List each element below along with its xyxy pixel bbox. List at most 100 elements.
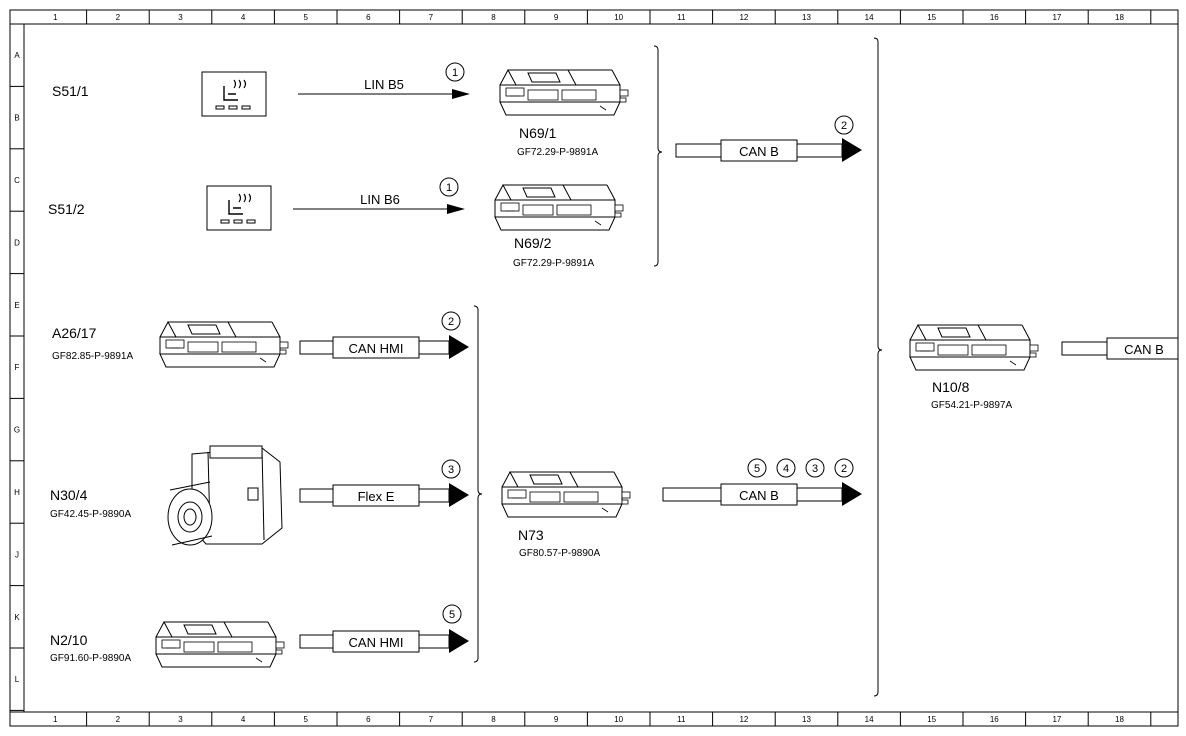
seat-heater-switch-icon <box>206 185 272 231</box>
badge-number: 2 <box>448 316 454 328</box>
ruler-column-label: 3 <box>178 13 183 22</box>
arrowhead <box>842 138 862 162</box>
ruler-row-label: J <box>15 550 19 559</box>
ruler-row-label: C <box>14 176 20 185</box>
bus-can-hmi-n2: CAN HMI 5 <box>299 604 469 653</box>
ruler-column-label: 5 <box>303 13 308 22</box>
badge-number: 2 <box>841 463 847 475</box>
badge-number: 2 <box>841 120 847 132</box>
group-brace <box>653 45 663 267</box>
ruler-row-label: H <box>14 488 20 497</box>
badge-number: 1 <box>446 182 452 194</box>
ruler-column-label: 15 <box>927 13 936 22</box>
device-code-a26-17: A26/17 <box>52 325 97 341</box>
bus-flex-e: Flex E 3 <box>299 459 469 507</box>
bus-label-box <box>720 139 798 162</box>
ruler-column-label: 11 <box>677 13 686 22</box>
ruler-column-label: 10 <box>614 13 623 22</box>
bus-label-lin-b5: LIN B5 <box>364 77 404 92</box>
ruler-column-label: 17 <box>1052 13 1061 22</box>
ruler-column-label: 5 <box>303 715 308 724</box>
device-ref-n69-1: GF72.29-P-9891A <box>517 147 598 158</box>
bus-label-flex-e: Flex E <box>358 489 395 504</box>
device-code-n10-8: N10/8 <box>932 379 970 395</box>
ruler-column-label: 2 <box>116 13 121 22</box>
ruler-column-label: 12 <box>739 13 748 22</box>
badge-number: 4 <box>783 463 789 475</box>
bus-can-b-n73: CAN B 5 4 3 2 <box>662 458 862 506</box>
ruler-column-label: 13 <box>802 715 811 724</box>
device-code-n73: N73 <box>518 527 544 543</box>
diagram-frame <box>9 9 1179 727</box>
ruler-column-label: 8 <box>491 715 496 724</box>
bus-label-can-b: CAN B <box>1124 342 1164 357</box>
badge-circle <box>834 115 854 135</box>
bus-label-can-b: CAN B <box>739 144 779 159</box>
device-s51-2: S51/2 <box>48 185 272 231</box>
ruler-column-label: 6 <box>366 13 371 22</box>
ruler-column-label: 18 <box>1115 13 1124 22</box>
bus-label-can-hmi: CAN HMI <box>349 635 404 650</box>
ruler-column-label: 10 <box>614 715 623 724</box>
ruler-row-label: F <box>15 363 20 372</box>
badge-number: 3 <box>448 464 454 476</box>
badge-circle <box>439 177 459 197</box>
ruler-column-label: 4 <box>241 715 246 724</box>
device-n30-4: N30/4 GF42.45-P-9890A <box>50 445 283 546</box>
ruler-column-label: 12 <box>739 715 748 724</box>
control-unit-icon <box>159 321 289 368</box>
device-ref-n10-8: GF54.21-P-9897A <box>931 400 1012 411</box>
badge-circle <box>747 458 767 478</box>
ruler-column-label: 13 <box>802 13 811 22</box>
seat-heater-switch-icon <box>201 71 267 117</box>
ruler-row-label: A <box>14 51 20 60</box>
control-unit-icon <box>909 324 1039 371</box>
device-code-s51-1: S51/1 <box>52 83 89 99</box>
device-n69-1: N69/1 GF72.29-P-9891A <box>499 69 629 158</box>
control-unit-icon <box>501 471 631 518</box>
arrowhead <box>447 204 465 214</box>
badge-circle <box>776 458 796 478</box>
bus-label-box <box>1106 337 1179 360</box>
device-ref-n69-2: GF72.29-P-9891A <box>513 258 594 269</box>
ruler-column-label: 16 <box>990 13 999 22</box>
ruler-column-label: 1 <box>53 13 58 22</box>
ruler-column-label: 18 <box>1115 715 1124 724</box>
badge-circle <box>445 62 465 82</box>
device-code-n2-10: N2/10 <box>50 632 88 648</box>
badge-number: 1 <box>452 67 458 79</box>
ruler-column-label: 9 <box>554 13 559 22</box>
bus-label-can-b: CAN B <box>739 488 779 503</box>
control-unit-icon <box>494 184 624 231</box>
group-brace <box>873 37 883 697</box>
bus-label-box <box>332 484 420 507</box>
device-n2-10: N2/10 GF91.60-P-9890A <box>50 621 285 668</box>
device-n10-8: N10/8 GF54.21-P-9897A <box>909 324 1039 411</box>
bus-can-b-n10: CAN B <box>1061 337 1179 360</box>
ruler-column-label: 15 <box>927 715 936 724</box>
ruler-row-label: L <box>15 675 20 684</box>
ruler-column-label: 16 <box>990 715 999 724</box>
device-code-n69-1: N69/1 <box>519 125 557 141</box>
badge-number: 5 <box>754 463 760 475</box>
device-a26-17: A26/17 GF82.85-P-9891A <box>52 321 289 368</box>
ruler-column-label: 2 <box>116 715 121 724</box>
badge-circle <box>441 311 461 331</box>
ruler-column-label: 3 <box>178 715 183 724</box>
device-ref-n73: GF80.57-P-9890A <box>519 548 600 559</box>
ruler-row-label: D <box>14 238 20 247</box>
control-unit-icon <box>499 69 629 116</box>
device-ref-n30-4: GF42.45-P-9890A <box>50 509 131 520</box>
bus-label-lin-b6: LIN B6 <box>360 192 400 207</box>
badge-circle <box>805 458 825 478</box>
device-ref-n2-10: GF91.60-P-9890A <box>50 653 131 664</box>
ruler-column-label: 6 <box>366 715 371 724</box>
ruler-column-label: 9 <box>554 715 559 724</box>
bus-can-b-upper: CAN B 2 <box>675 115 862 162</box>
ruler-column-label: 1 <box>53 715 58 724</box>
ruler-column-label: 11 <box>677 715 686 724</box>
device-s51-1: S51/1 <box>52 71 267 117</box>
